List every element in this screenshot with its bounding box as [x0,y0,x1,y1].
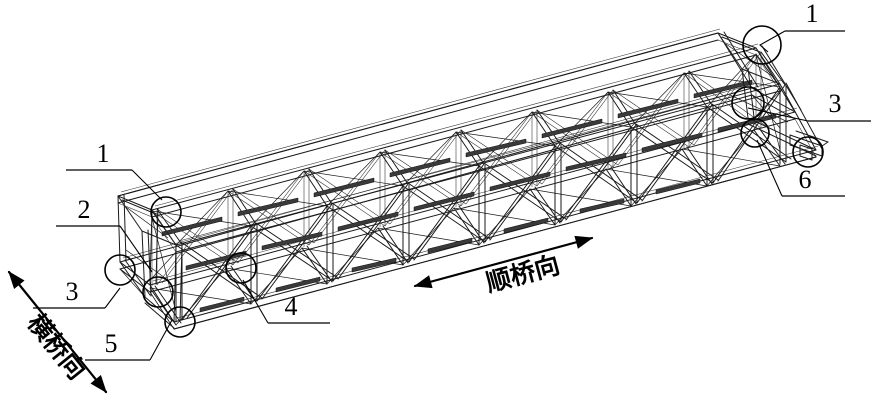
callout-1-right-leader [759,30,786,53]
callout-2-left: 2 [56,195,153,273]
longitudinal-direction-arrowhead [574,235,594,249]
callout-3-right-leader [747,107,809,122]
callout-5-left-leader [149,319,173,361]
transverse-direction-shaft [7,270,108,394]
truss-geometry [117,28,829,330]
callout-4-bottom: 4 [242,279,330,324]
callout-1-left: 1 [66,139,163,201]
callout-1-right-label: 1 [806,0,819,28]
callout-3-left: 3 [33,277,121,309]
detail-circle-group [104,25,824,338]
transverse-direction-arrowhead [90,375,107,394]
transverse-direction: 横桥向 [7,270,108,394]
detail-left-mid [104,254,136,286]
detail-left-top [150,196,182,228]
callout-6-right-leader [756,139,783,197]
transverse-direction-label: 横桥向 [22,308,92,385]
silhouette [117,32,817,330]
callout-1-left-label: 1 [97,139,110,168]
transverse-direction-arrowhead [8,270,25,289]
callout-3-left-label: 3 [66,277,79,306]
callout-5-left: 5 [85,319,173,361]
right-end-frame [717,31,829,161]
detail-right-mid [731,86,765,120]
callout-2-left-leader [119,225,153,273]
callout-3-right-label: 3 [829,89,842,118]
callout-5-left-label: 5 [105,329,118,358]
detail-right-low [740,118,770,148]
detail-right-end [792,136,824,168]
longitudinal-direction-arrowhead [413,275,433,289]
callout-1-left-leader [131,169,163,201]
callout-1-right: 1 [759,0,845,53]
detail-mid-bottom [225,252,257,284]
callout-3-right: 3 [747,89,871,122]
far-face-diagonals [151,51,767,286]
callout-6-right-label: 6 [799,165,812,194]
callout-3-left-leader [104,287,121,309]
top-deck-bracing [151,51,786,246]
callout-6-right: 6 [756,139,845,197]
detail-left-bottom [164,306,196,338]
callout-4-bottom-label: 4 [285,292,298,321]
callout-4-bottom-leader [242,279,269,324]
detail-right-top [742,25,782,65]
callout-2-left-label: 2 [78,195,91,224]
far-face-verticals [151,52,762,286]
detail-left-low [142,276,174,308]
near-face-diagonals [175,84,792,321]
gusset-plates [161,79,777,313]
longitudinal-direction-shaft [413,236,594,288]
